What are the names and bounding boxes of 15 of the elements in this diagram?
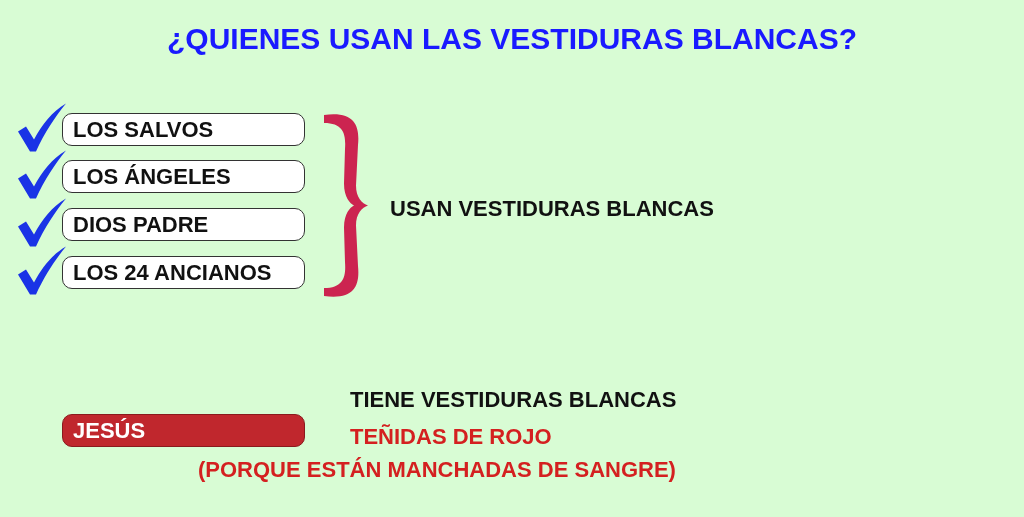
- item-text: LOS SALVOS: [73, 116, 214, 143]
- caption-text: (PORQUE ESTÁN MANCHADAS DE SANGRE): [198, 457, 676, 483]
- name-bar: [62, 414, 305, 447]
- item-text: JESÚS: [73, 417, 146, 444]
- caption-text: TIENE VESTIDURAS BLANCAS: [350, 387, 677, 413]
- item-pill: [62, 160, 305, 193]
- item-text: LOS 24 ANCIANOS: [73, 259, 272, 286]
- item-pill: [62, 113, 305, 146]
- caption-text: USAN VESTIDURAS BLANCAS: [390, 196, 714, 222]
- item-text: DIOS PADRE: [73, 211, 209, 238]
- caption-text: TEÑIDAS DE ROJO: [350, 424, 552, 450]
- item-pill: [62, 208, 305, 241]
- item-pill: [62, 256, 305, 289]
- title: ¿QUIENES USAN LAS VESTIDURAS BLANCAS?: [165, 22, 858, 56]
- item-text: LOS ÁNGELES: [73, 163, 231, 190]
